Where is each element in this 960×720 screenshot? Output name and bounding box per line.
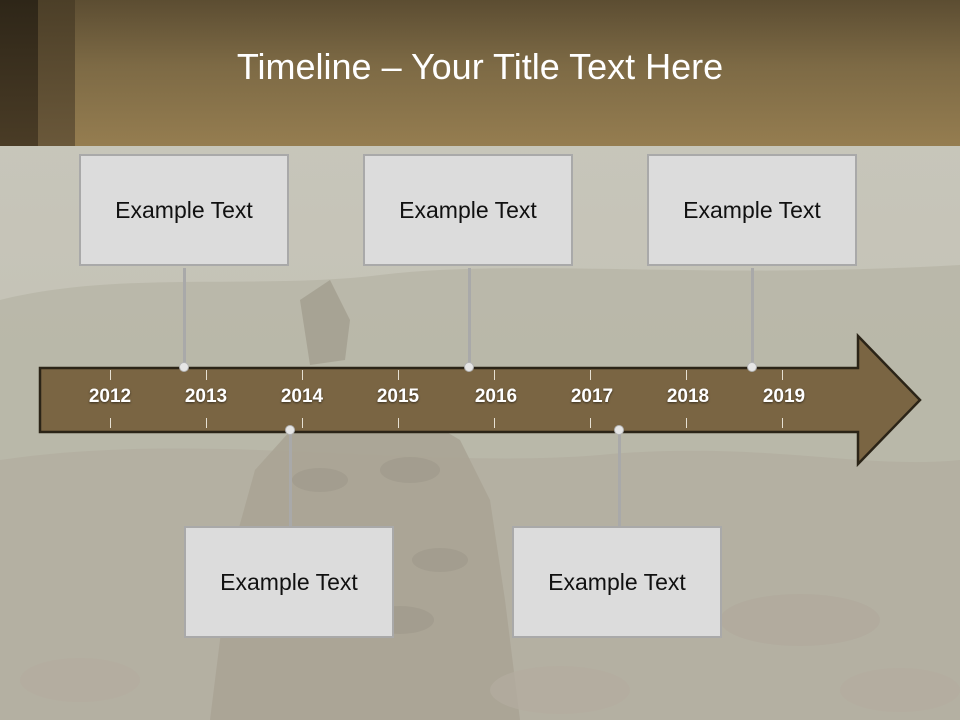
connector-line: [183, 268, 186, 366]
year-tick-top: [206, 370, 207, 380]
event-box-2017[interactable]: Example Text: [512, 526, 722, 638]
year-label: 2018: [666, 386, 710, 407]
year-tick-top: [494, 370, 495, 380]
year-label: 2015: [376, 386, 420, 407]
year-tick-top: [686, 370, 687, 380]
year-tick-top: [110, 370, 111, 380]
connector-dot: [285, 425, 295, 435]
event-text: Example Text: [683, 196, 821, 223]
year-tick-bottom: [494, 418, 495, 428]
year-tick-top: [590, 370, 591, 380]
connector-dot: [747, 362, 757, 372]
connector-line: [468, 268, 471, 366]
connector-dot: [464, 362, 474, 372]
connector-line: [289, 430, 292, 528]
year-tick-top: [782, 370, 783, 380]
event-box-2019[interactable]: Example Text: [647, 154, 857, 266]
event-box-2016[interactable]: Example Text: [363, 154, 573, 266]
year-label: 2012: [88, 386, 132, 407]
year-label: 2019: [762, 386, 806, 407]
year-tick-bottom: [398, 418, 399, 428]
header-accent-mid: [38, 0, 75, 146]
connector-dot: [179, 362, 189, 372]
year-tick-bottom: [590, 418, 591, 428]
year-tick-bottom: [110, 418, 111, 428]
header-accent-dark: [0, 0, 38, 146]
year-label: 2017: [570, 386, 614, 407]
event-box-2013[interactable]: Example Text: [79, 154, 289, 266]
year-tick-bottom: [302, 418, 303, 428]
year-tick-bottom: [686, 418, 687, 428]
year-label: 2013: [184, 386, 228, 407]
year-tick-top: [302, 370, 303, 380]
year-tick-bottom: [782, 418, 783, 428]
year-tick-top: [398, 370, 399, 380]
event-text: Example Text: [220, 568, 358, 595]
year-label: 2016: [474, 386, 518, 407]
connector-dot: [614, 425, 624, 435]
event-box-2014[interactable]: Example Text: [184, 526, 394, 638]
year-label: 2014: [280, 386, 324, 407]
year-tick-bottom: [206, 418, 207, 428]
header-band: [0, 0, 960, 146]
slide-title: Timeline – Your Title Text Here: [236, 46, 724, 87]
connector-line: [618, 430, 621, 528]
event-text: Example Text: [548, 568, 686, 595]
connector-line: [751, 268, 754, 366]
event-text: Example Text: [115, 196, 253, 223]
event-text: Example Text: [399, 196, 537, 223]
